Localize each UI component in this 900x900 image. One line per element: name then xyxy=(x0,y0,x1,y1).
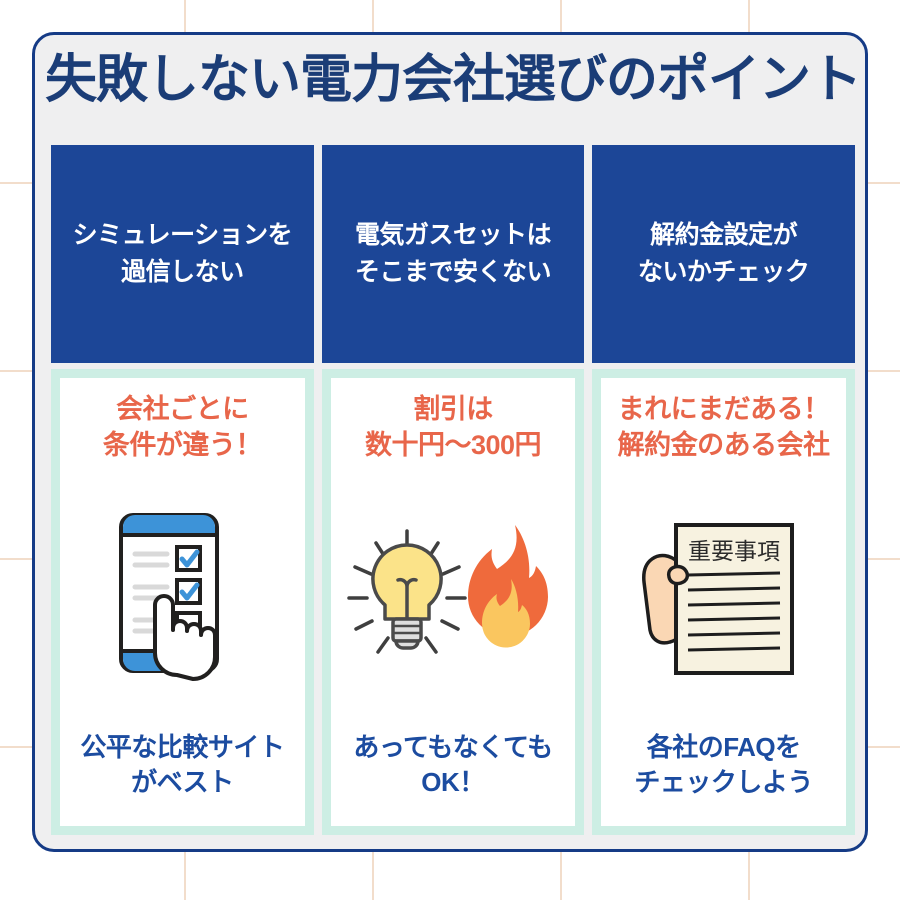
column-1-top-line1: 会社ごとに xyxy=(116,394,249,424)
column-1-bottom-text: 公平な比較サイト がベスト xyxy=(80,730,285,816)
column-header-3-line1: 解約金設定が xyxy=(650,220,798,249)
infographic-card: 失敗しない電力会社選びのポイント シミュレーションを 過信しない 会社ごとに 条… xyxy=(32,32,868,852)
column-2-top-line1: 割引は xyxy=(413,394,493,424)
column-header-2: 電気ガスセットは そこまで安くない xyxy=(321,145,585,363)
column-2-top-line2: 数十円〜300円 xyxy=(364,429,542,460)
column-2-bottom-text: あってもなくても OK！ xyxy=(353,730,553,816)
column-2-illustration xyxy=(335,463,572,730)
column-header-1-line2: 過信しない xyxy=(121,258,244,286)
column-header-3-line2: ないかチェック xyxy=(637,258,810,286)
column-3-bottom-line2: チェックしよう xyxy=(634,767,813,798)
points-columns: シミュレーションを 過信しない 会社ごとに 条件が違う！ xyxy=(51,145,856,835)
column-3-bottom-text: 各社のFAQを チェックしよう xyxy=(634,730,813,816)
hand-holding-document-icon: 重要事項 xyxy=(641,522,794,675)
column-2-bottom-line2: OK！ xyxy=(421,767,485,798)
document-heading: 重要事項 xyxy=(688,538,780,564)
column-header-1-line1: シミュレーションを xyxy=(72,220,293,249)
column-1-bottom-line1: 公平な比較サイト xyxy=(80,732,285,763)
point-column-3: 解約金設定が ないかチェック まれにまだある！ 解約金のある会社 重要事項 xyxy=(592,145,856,835)
point-column-2: 電気ガスセットは そこまで安くない 割引は 数十円〜300円 xyxy=(321,145,585,835)
column-1-bottom-line2: がベスト xyxy=(131,767,234,798)
column-3-top-line1: まれにまだある！ xyxy=(617,394,831,424)
column-3-bottom-line1: 各社のFAQを xyxy=(646,732,801,763)
column-2-bottom-line1: あってもなくても xyxy=(353,732,553,763)
column-3-top-text: まれにまだある！ 解約金のある会社 xyxy=(617,392,831,463)
column-1-illustration xyxy=(64,463,301,730)
flame-inner-icon xyxy=(481,578,530,648)
column-header-2-line1: 電気ガスセットは xyxy=(355,220,552,249)
column-body-1: 会社ごとに 条件が違う！ xyxy=(51,369,314,835)
column-1-top-text: 会社ごとに 条件が違う！ xyxy=(102,392,263,463)
column-2-top-text: 割引は 数十円〜300円 xyxy=(364,392,542,463)
column-header-1: シミュレーションを 過信しない xyxy=(51,145,314,363)
column-3-top-line2: 解約金のある会社 xyxy=(617,429,831,460)
page-title: 失敗しない電力会社選びのポイント xyxy=(44,51,862,109)
thumb-icon xyxy=(666,564,689,586)
point-column-1: シミュレーションを 過信しない 会社ごとに 条件が違う！ xyxy=(51,145,314,835)
column-header-3: 解約金設定が ないかチェック xyxy=(592,145,856,363)
column-1-top-line2: 条件が違う！ xyxy=(102,429,263,460)
lightbulb-flame-icon xyxy=(347,524,548,654)
column-3-illustration: 重要事項 xyxy=(605,463,842,730)
column-header-2-line2: そこまで安くない xyxy=(355,258,552,286)
smartphone-checklist-icon xyxy=(119,513,220,682)
column-body-3: まれにまだある！ 解約金のある会社 重要事項 xyxy=(592,369,856,835)
column-body-2: 割引は 数十円〜300円 xyxy=(321,369,585,835)
